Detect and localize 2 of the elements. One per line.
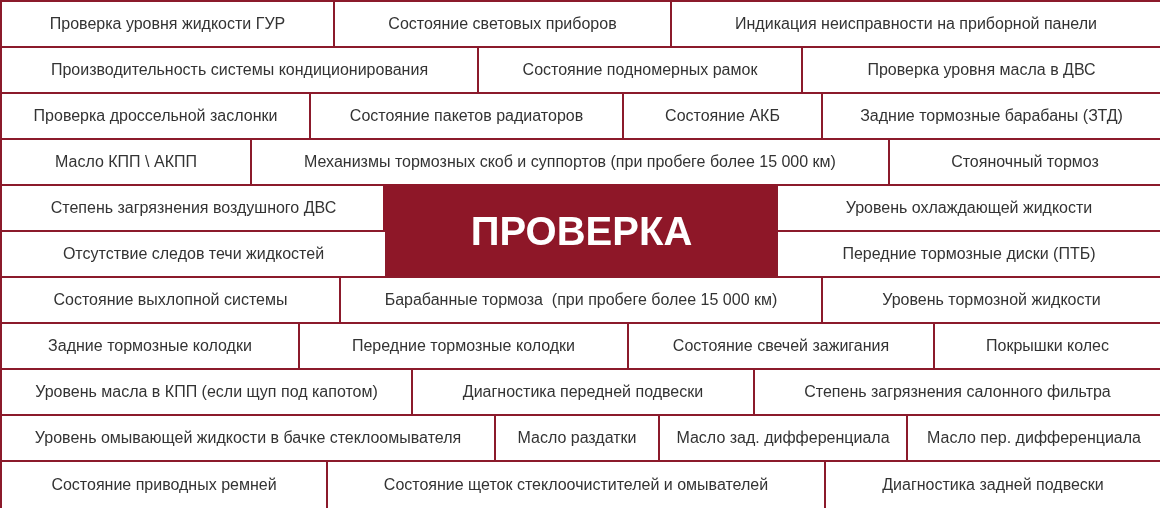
check-item-cell: Отсутствие следов течи жидкостей [0,230,387,278]
check-item-cell: Проверка уровня жидкости ГУР [0,0,335,48]
